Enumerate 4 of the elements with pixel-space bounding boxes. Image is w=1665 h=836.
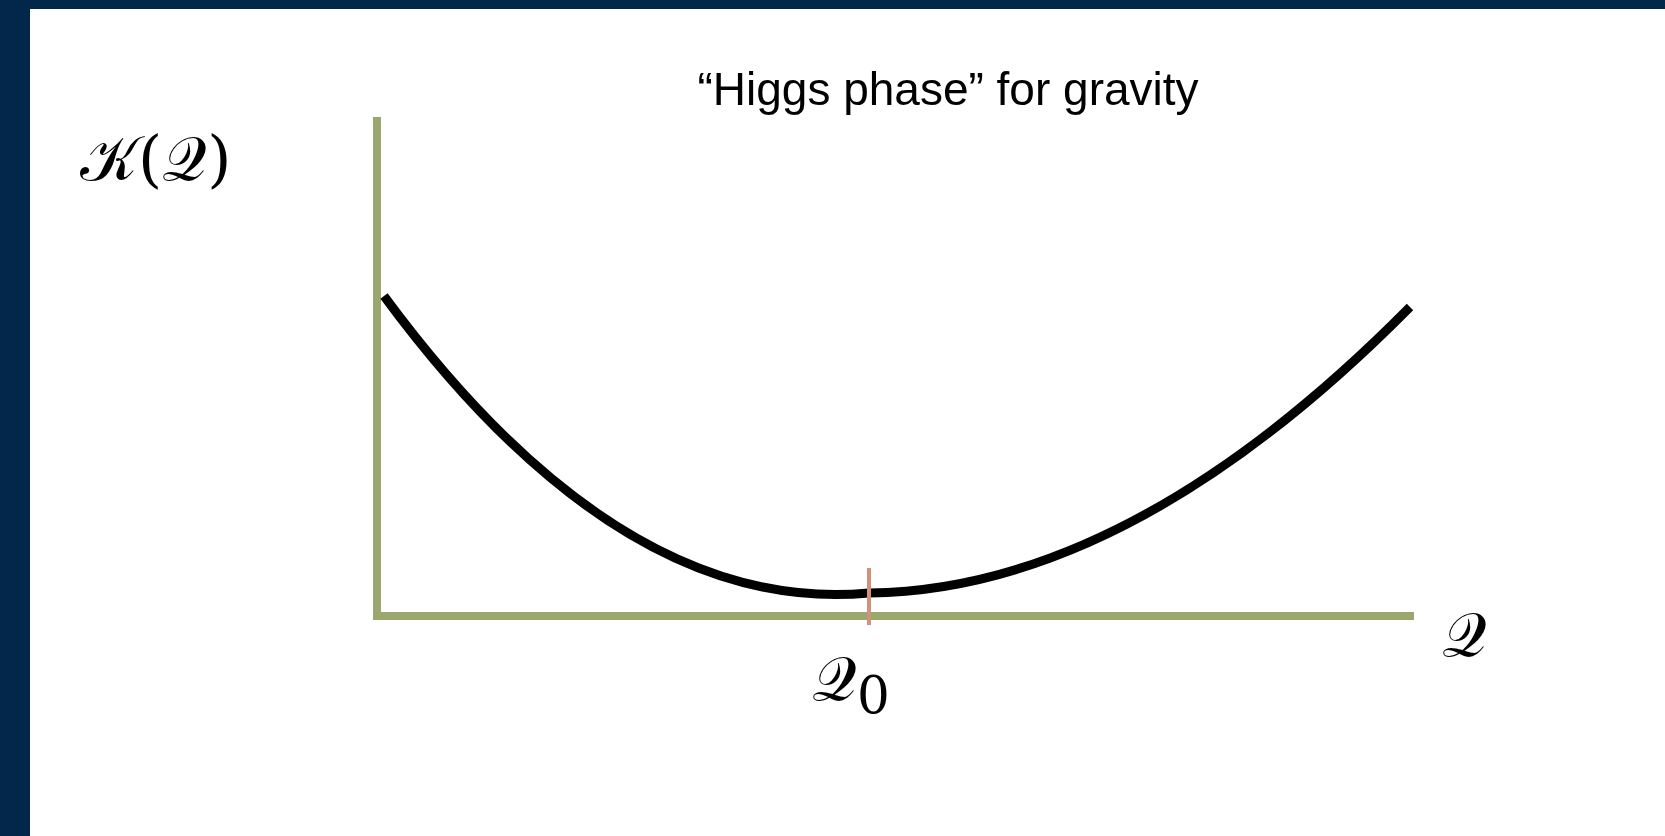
y-axis-label: 𝒦(𝒬) [80, 128, 232, 190]
x-axis-label: 𝒬 [1442, 604, 1487, 666]
chart-title: “Higgs phase” for gravity [697, 62, 1199, 116]
tick-label: 𝒬$_{0}$ [812, 648, 890, 723]
